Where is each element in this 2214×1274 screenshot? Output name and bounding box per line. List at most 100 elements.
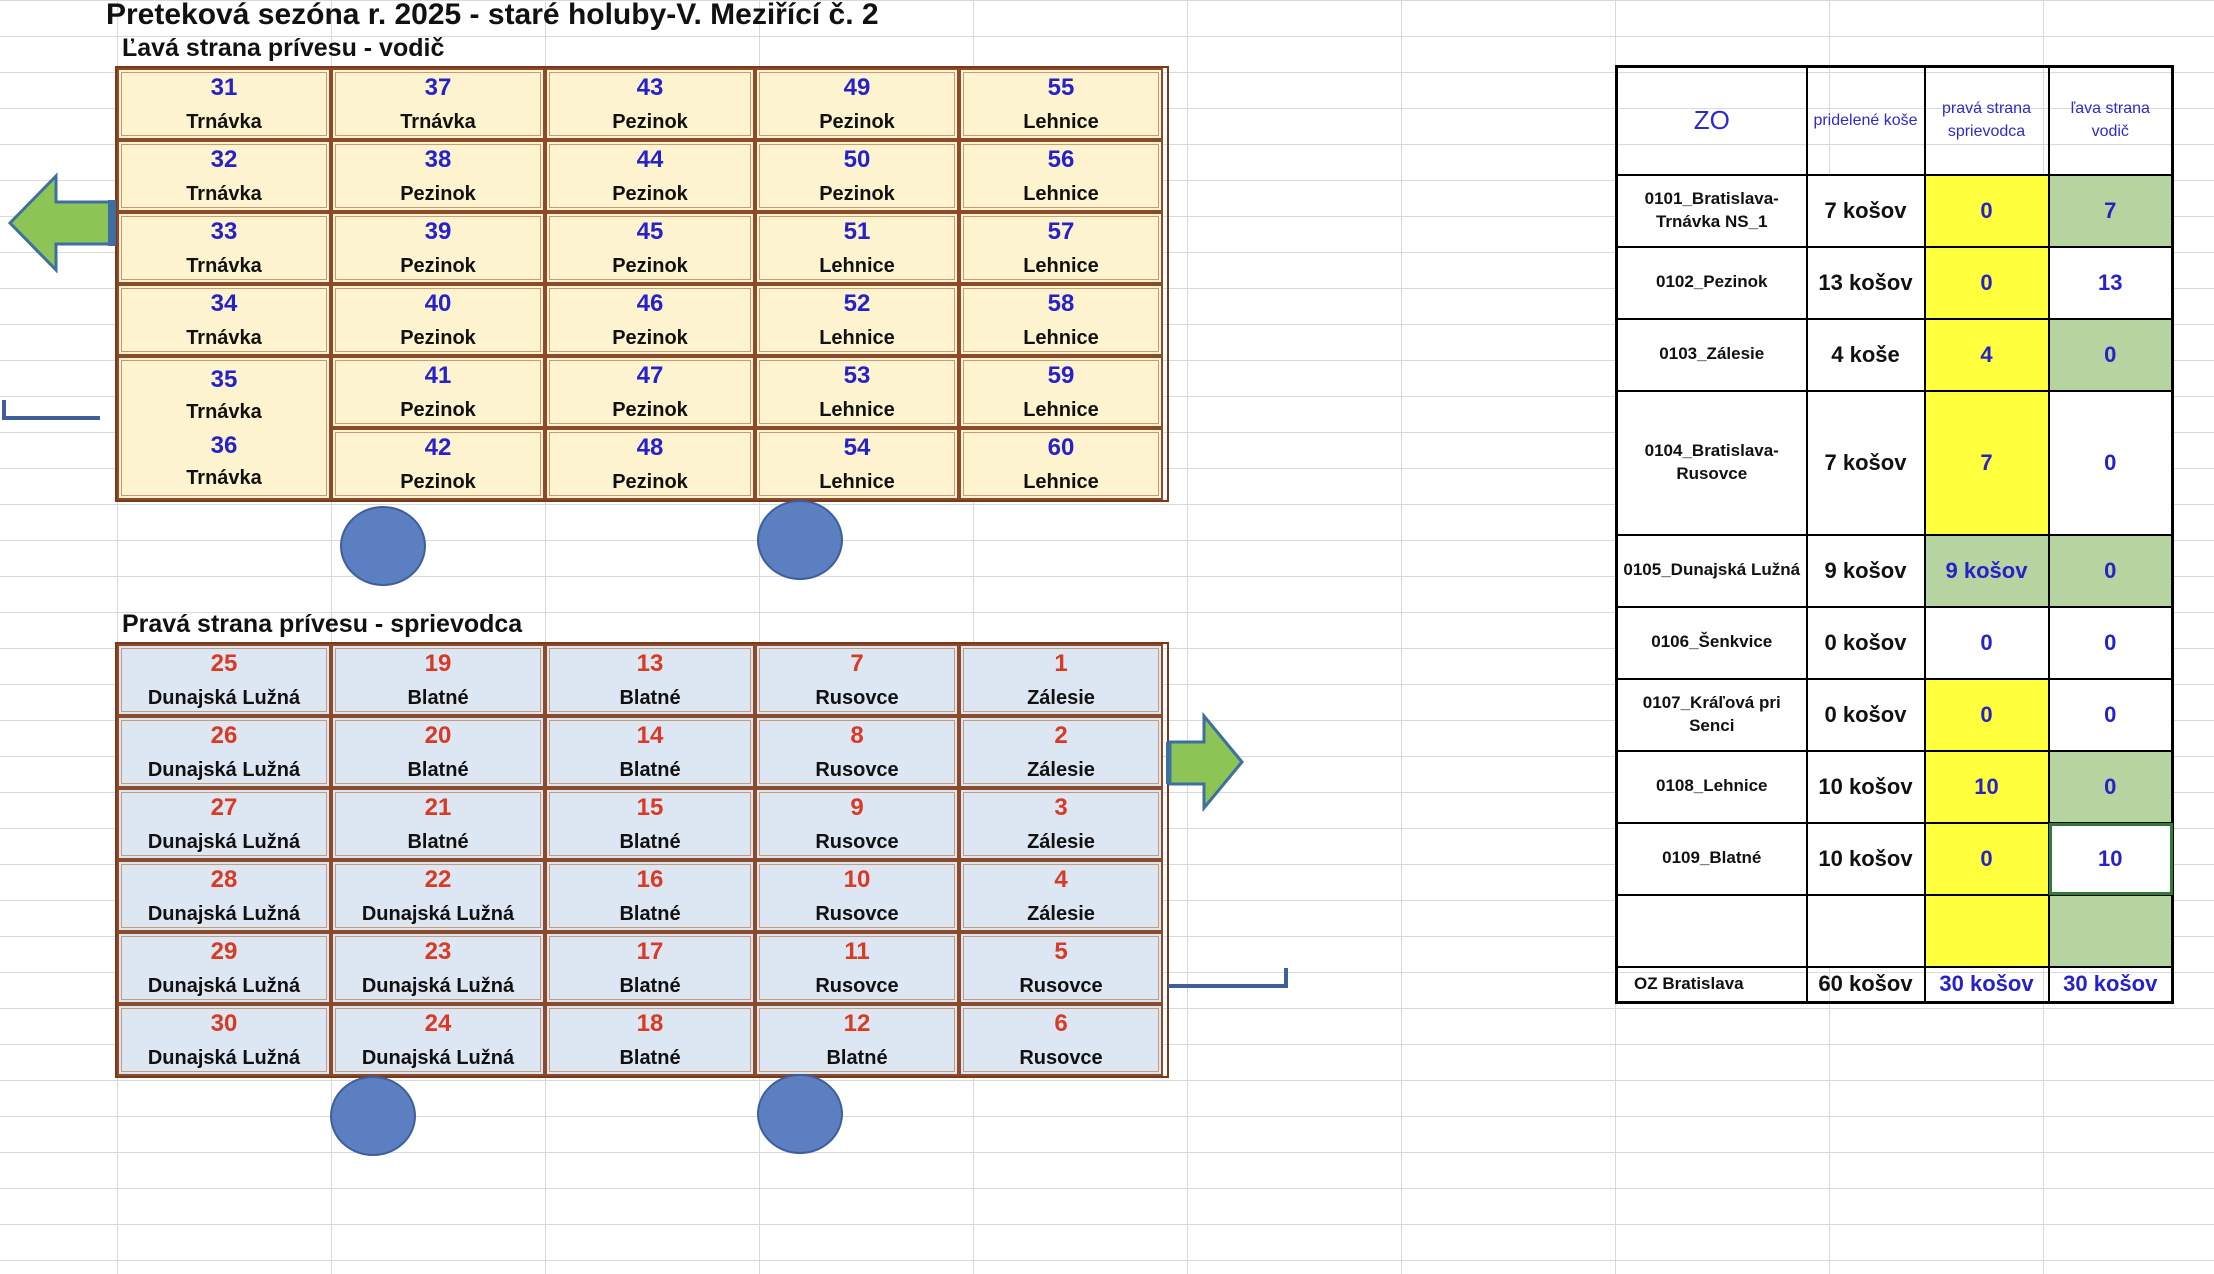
right-side-count[interactable]: 0 bbox=[1923, 677, 2050, 752]
zo-name[interactable]: 0101_Bratislava-Trnávka NS_1 bbox=[1615, 173, 1808, 248]
right-side-count[interactable]: 0 bbox=[1923, 245, 2050, 320]
zo-name[interactable]: 0109_Blatné bbox=[1615, 821, 1808, 896]
zo-name[interactable]: 0102_Pezinok bbox=[1615, 245, 1808, 320]
assigned-count[interactable]: 4 koše bbox=[1805, 317, 1926, 392]
left-side-count[interactable]: 0 bbox=[2047, 533, 2174, 608]
assigned-count[interactable]: 10 košov bbox=[1805, 821, 1926, 896]
left-side-count[interactable]: 0 bbox=[2047, 749, 2174, 824]
right-side-count[interactable] bbox=[1923, 893, 2050, 968]
right-side-count[interactable]: 10 bbox=[1923, 749, 2050, 824]
zo-name[interactable]: 0106_Šenkvice bbox=[1615, 605, 1808, 680]
left-side-count[interactable]: 0 bbox=[2047, 317, 2174, 392]
right-side-count[interactable]: 7 bbox=[1923, 389, 2050, 536]
assigned-count[interactable]: 9 košov bbox=[1805, 533, 1926, 608]
zo-name[interactable]: 0104_Bratislava-Rusovce bbox=[1615, 389, 1808, 536]
right-side-count[interactable]: 9 košov bbox=[1923, 533, 2050, 608]
left-side-count[interactable]: 0 bbox=[2047, 677, 2174, 752]
assigned-count[interactable] bbox=[1805, 893, 1926, 968]
zo-name[interactable]: 0103_Zálesie bbox=[1615, 317, 1808, 392]
assigned-count[interactable]: 0 košov bbox=[1805, 605, 1926, 680]
left-side-count[interactable]: 0 bbox=[2047, 605, 2174, 680]
assigned-count[interactable]: 13 košov bbox=[1805, 245, 1926, 320]
right-side-count[interactable]: 0 bbox=[1923, 821, 2050, 896]
assigned-count[interactable]: 7 košov bbox=[1805, 389, 1926, 536]
left-side-count[interactable]: 13 bbox=[2047, 245, 2174, 320]
left-side-count[interactable]: 10 bbox=[2047, 821, 2174, 896]
assigned-count[interactable]: 10 košov bbox=[1805, 749, 1926, 824]
zo-name[interactable]: 0105_Dunajská Lužná bbox=[1615, 533, 1808, 608]
assigned-count[interactable]: 7 košov bbox=[1805, 173, 1926, 248]
right-side-count[interactable]: 0 bbox=[1923, 173, 2050, 248]
left-side-count[interactable] bbox=[2047, 893, 2174, 968]
left-side-count[interactable]: 0 bbox=[2047, 389, 2174, 536]
right-side-count[interactable]: 0 bbox=[1923, 605, 2050, 680]
assigned-count[interactable]: 0 košov bbox=[1805, 677, 1926, 752]
zo-name[interactable] bbox=[1615, 893, 1808, 968]
left-side-count[interactable]: 7 bbox=[2047, 173, 2174, 248]
right-side-count[interactable]: 4 bbox=[1923, 317, 2050, 392]
zo-name[interactable]: 0107_Kráľová pri Senci bbox=[1615, 677, 1808, 752]
zo-name[interactable]: 0108_Lehnice bbox=[1615, 749, 1808, 824]
